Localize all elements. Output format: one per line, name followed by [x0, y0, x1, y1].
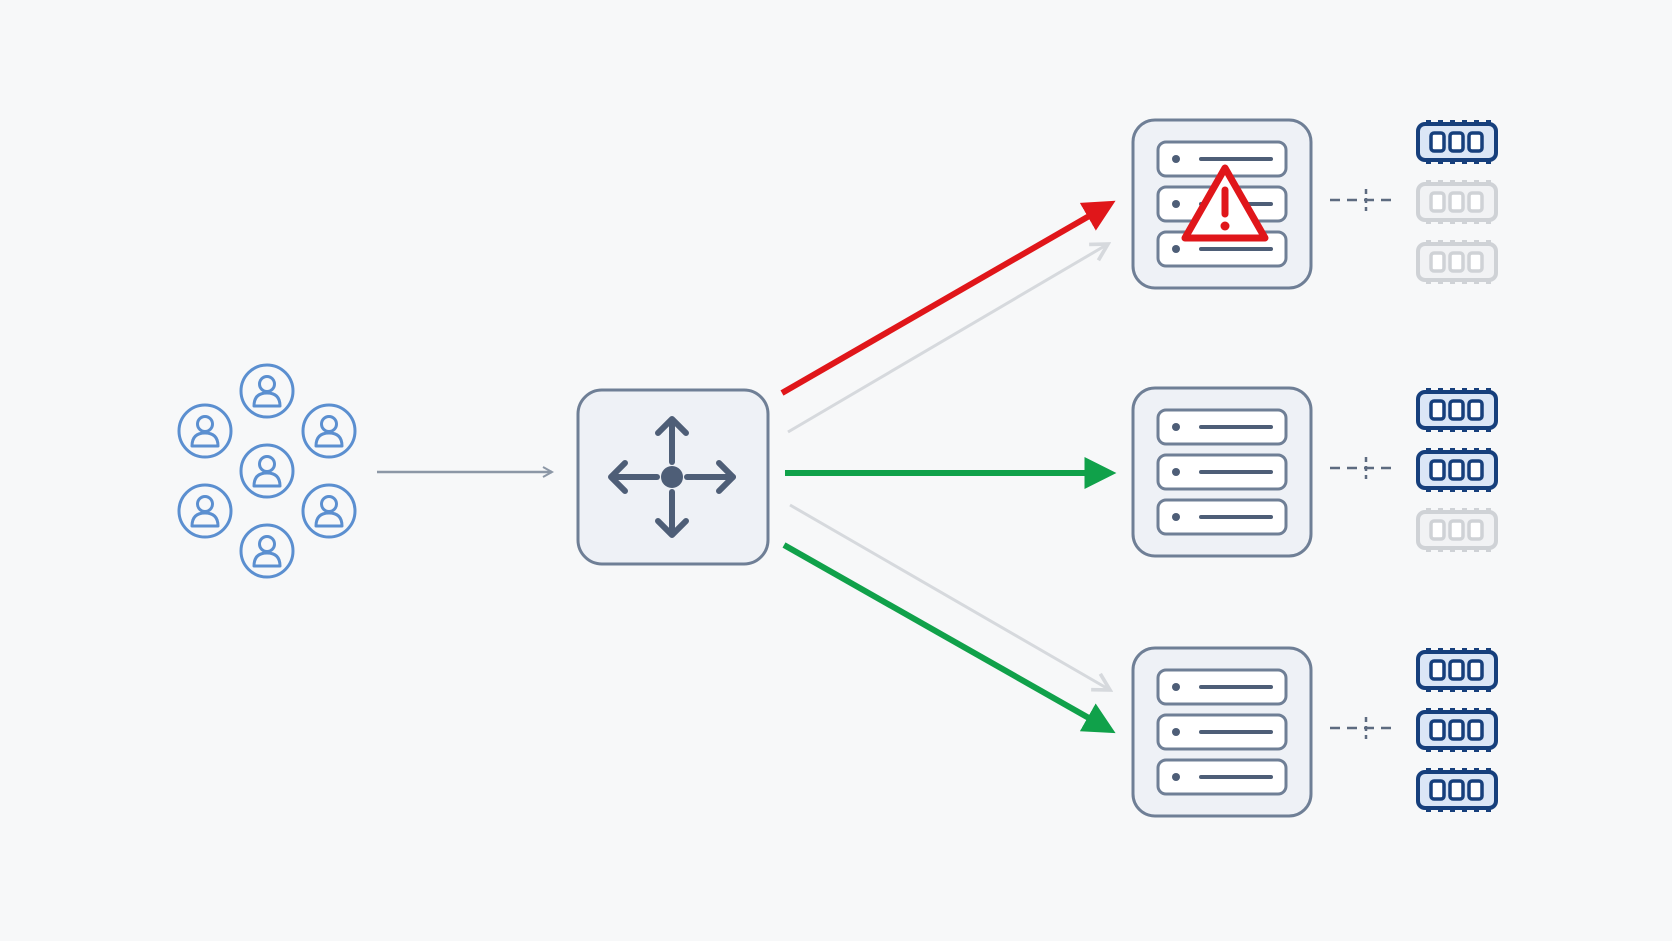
inactive-route-arrow — [787, 244, 1108, 434]
memory-module-active — [1416, 388, 1498, 432]
user-icon — [177, 403, 233, 459]
load-balancer — [576, 388, 770, 566]
memory-module-active — [1416, 120, 1498, 164]
user-icon — [177, 483, 233, 539]
memory-module-active — [1416, 448, 1498, 492]
user-group — [177, 363, 357, 579]
user-icon — [239, 523, 295, 579]
user-icon — [239, 443, 295, 499]
server-rack-icon — [1131, 118, 1313, 290]
user-icon — [301, 483, 357, 539]
memory-module-inactive — [1416, 180, 1498, 224]
dashed-link — [1330, 717, 1396, 739]
dashed-link — [1330, 457, 1396, 479]
user-icon — [301, 403, 357, 459]
memory-module-active — [1416, 708, 1498, 752]
server-rack-icon — [1131, 646, 1313, 818]
failed-route-arrow — [780, 200, 1116, 396]
dashed-link — [1330, 189, 1396, 211]
warning-triangle-icon — [1181, 164, 1269, 242]
inactive-route-arrow — [789, 503, 1110, 690]
server-pool — [1131, 118, 1498, 818]
memory-module-active — [1416, 768, 1498, 812]
memory-module-inactive — [1416, 508, 1498, 552]
memory-module-inactive — [1416, 240, 1498, 284]
four-way-arrows-icon — [608, 416, 736, 538]
server-rack-icon — [1131, 386, 1313, 558]
memory-module-active — [1416, 648, 1498, 692]
active-route-arrow — [782, 542, 1116, 734]
user-icon — [239, 363, 295, 419]
routes — [780, 200, 1117, 734]
